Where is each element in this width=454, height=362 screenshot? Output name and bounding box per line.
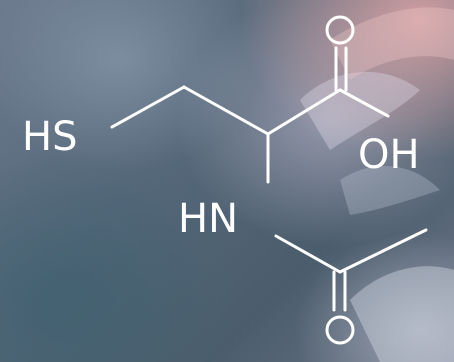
bond-c2-c3 xyxy=(266,88,342,136)
carbonyl-top-ring xyxy=(325,15,355,45)
bond-n-c4 xyxy=(274,234,342,274)
bond-c3-oh xyxy=(338,88,390,118)
bond-c4-ch3 xyxy=(338,228,428,274)
thiol-label: HS xyxy=(22,114,77,160)
bond-c1-c2 xyxy=(182,85,270,136)
carbonyl-bottom-ring xyxy=(325,315,355,345)
hydroxyl-label: OH xyxy=(358,132,420,178)
amine-label: HN xyxy=(178,196,238,242)
bond-s-c1 xyxy=(110,85,186,129)
